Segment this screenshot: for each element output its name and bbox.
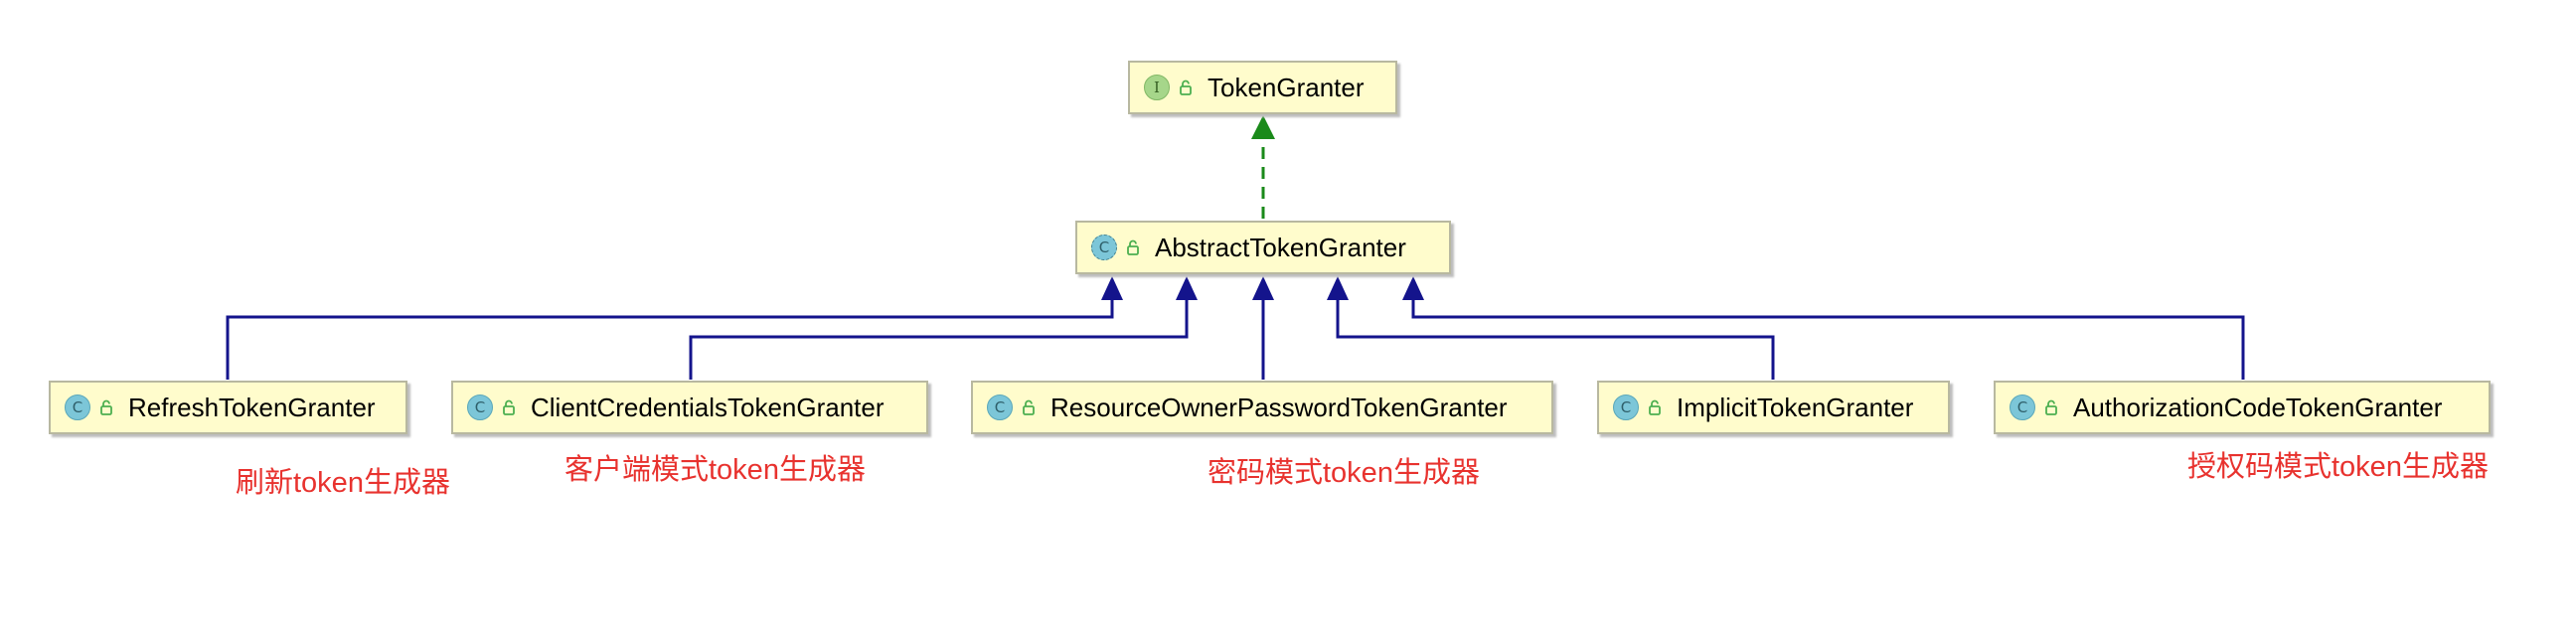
class-icon: C xyxy=(65,394,90,420)
node-abstract-token-granter[interactable]: C AbstractTokenGranter xyxy=(1075,221,1451,274)
unlocked-icon xyxy=(1180,79,1192,95)
unlocked-icon xyxy=(503,399,515,415)
unlocked-icon xyxy=(100,399,112,415)
extends-arrowhead-refresh xyxy=(1101,276,1123,300)
node-token-granter[interactable]: I TokenGranter xyxy=(1128,61,1397,114)
annotation-client-credentials: 客户端模式token生成器 xyxy=(564,454,866,486)
annotation-refresh: 刷新token生成器 xyxy=(236,467,450,499)
node-authorization-code-token-granter[interactable]: C AuthorizationCodeTokenGranter xyxy=(1994,381,2491,434)
abstract-class-icon: C xyxy=(1091,235,1117,260)
annotation-authorization-code: 授权码模式token生成器 xyxy=(2187,451,2489,483)
node-label: TokenGranter xyxy=(1208,72,1365,102)
extends-edge-authorization-code xyxy=(1411,298,2245,380)
interface-icon: I xyxy=(1144,75,1170,100)
class-icon: C xyxy=(2010,394,2035,420)
node-refresh-token-granter[interactable]: C RefreshTokenGranter xyxy=(49,381,407,434)
extends-edge-refresh xyxy=(226,298,1114,380)
node-label: ResourceOwnerPasswordTokenGranter xyxy=(1050,392,1508,422)
extends-edge-implicit xyxy=(1336,298,1775,380)
extends-arrowhead-authorization-code xyxy=(1402,276,1424,300)
node-label: ImplicitTokenGranter xyxy=(1677,392,1914,422)
node-label: ClientCredentialsTokenGranter xyxy=(531,392,885,422)
unlocked-icon xyxy=(2045,399,2057,415)
implements-arrowhead xyxy=(1251,115,1275,139)
extends-arrowhead-implicit xyxy=(1327,276,1349,300)
node-resource-owner-password-token-granter[interactable]: C ResourceOwnerPasswordTokenGranter xyxy=(971,381,1553,434)
node-label: AbstractTokenGranter xyxy=(1155,232,1406,262)
extends-edge-client-credentials xyxy=(689,298,1189,380)
unlocked-icon xyxy=(1649,399,1661,415)
class-icon: C xyxy=(1613,394,1639,420)
extends-arrowhead-resource-owner-password xyxy=(1252,276,1274,300)
unlocked-icon xyxy=(1127,239,1139,255)
node-label: RefreshTokenGranter xyxy=(128,392,376,422)
class-icon: C xyxy=(987,394,1013,420)
node-label: AuthorizationCodeTokenGranter xyxy=(2073,392,2443,422)
extends-arrowhead-client-credentials xyxy=(1176,276,1198,300)
node-client-credentials-token-granter[interactable]: C ClientCredentialsTokenGranter xyxy=(451,381,928,434)
class-icon: C xyxy=(467,394,493,420)
node-implicit-token-granter[interactable]: C ImplicitTokenGranter xyxy=(1597,381,1950,434)
unlocked-icon xyxy=(1023,399,1035,415)
annotation-resource-owner-password: 密码模式token生成器 xyxy=(1208,457,1480,489)
